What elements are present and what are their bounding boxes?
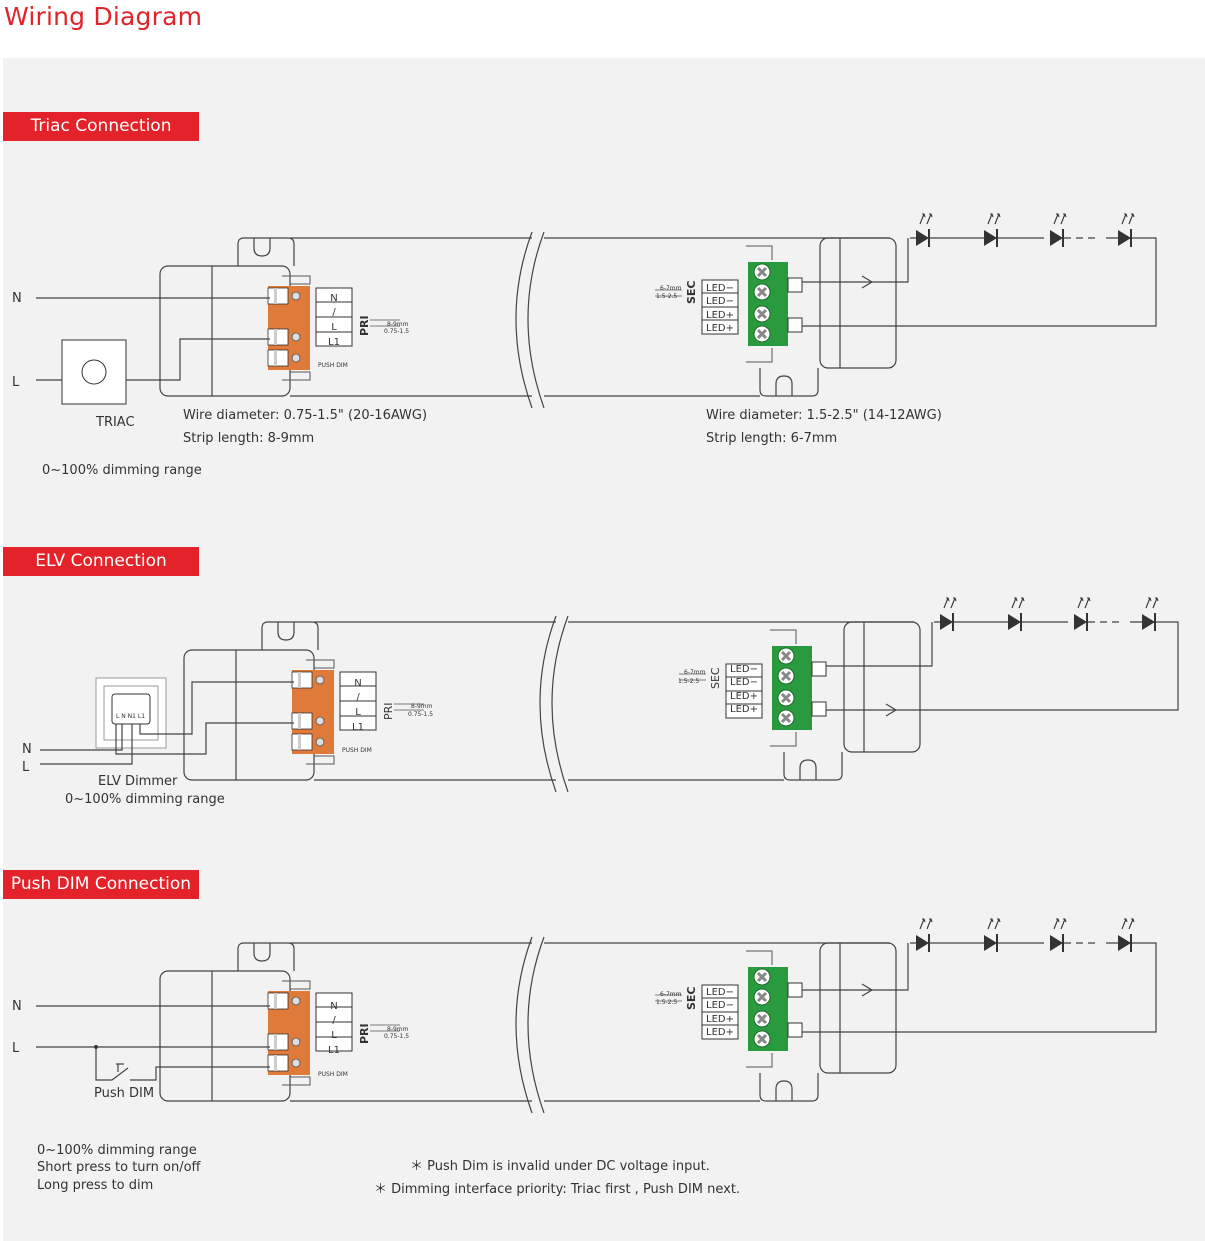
sec-label: LED+	[706, 1027, 734, 1038]
pri-strip-small: 8-9mm	[411, 703, 433, 710]
sec-label: LED−	[706, 296, 734, 307]
sec-gauge-small: 1.5-2.5	[656, 999, 677, 1006]
dimming-range: 0~100% dimming range	[42, 463, 202, 478]
sec-label: LED+	[730, 691, 758, 702]
sec-tag: SEC	[685, 280, 698, 304]
pri-label-l: L	[331, 1030, 337, 1041]
pri-tag: PRI	[358, 315, 371, 336]
push-dim-small: PUSH DIM	[318, 362, 348, 369]
dimmer-terminals: L N N1 L1	[116, 713, 145, 720]
pri-strip-length: Strip length: 8-9mm	[183, 431, 315, 446]
input-label-n: N	[22, 742, 32, 757]
sec-gauge-small: 1.5-2.5	[656, 293, 677, 300]
led-string	[910, 214, 1150, 247]
sec-tag: SEC	[709, 667, 722, 689]
pri-label-l1: L1	[328, 1045, 340, 1056]
pushdim-diagram	[36, 919, 1157, 1113]
led-string	[934, 598, 1174, 631]
pri-label-n: N	[354, 678, 361, 689]
pri-strip-small: 8-9mm	[387, 1026, 409, 1033]
dimming-range: 0~100% dimming range	[65, 792, 225, 807]
sec-label: LED+	[730, 704, 758, 715]
sec-label: LED+	[706, 1014, 734, 1025]
sec-strip-small: 6-7mm	[684, 669, 706, 676]
sec-label: LED−	[730, 677, 758, 688]
pri-label-slash: /	[332, 1015, 336, 1026]
pri-label-slash: /	[332, 307, 336, 318]
pri-strip-small: 8-9mm	[387, 321, 409, 328]
section-header-pushdim: Push DIM Connection	[3, 870, 199, 899]
input-label-l: L	[12, 1041, 20, 1056]
elv-diagram	[40, 598, 1179, 792]
sec-strip-length: Strip length: 6-7mm	[706, 431, 838, 446]
pri-label-n: N	[330, 1001, 337, 1012]
switch-icon	[95, 1047, 270, 1081]
section-header-triac: Triac Connection	[3, 112, 199, 141]
sec-tag: SEC	[685, 986, 698, 1010]
sec-label: LED−	[706, 283, 734, 294]
sec-label: LED−	[730, 664, 758, 675]
input-label-l: L	[22, 760, 30, 775]
pushdim-note-short: Short press to turn on/off	[37, 1160, 201, 1175]
pri-tag: PRI	[358, 1023, 371, 1044]
pri-gauge-small: 0.75-1.5	[384, 328, 409, 335]
push-dim-small: PUSH DIM	[318, 1071, 348, 1078]
sec-label: LED+	[706, 310, 734, 321]
pri-gauge-small: 0.75-1.5	[408, 711, 433, 718]
sec-strip-small: 6-7mm	[660, 285, 682, 292]
sec-label: LED+	[706, 323, 734, 334]
sec-strip-small: 6-7mm	[660, 991, 682, 998]
triac-label: TRIAC	[96, 415, 135, 430]
push-dim-small: PUSH DIM	[342, 747, 372, 754]
sec-wire-diameter: Wire diameter: 1.5-2.5" (14-12AWG)	[706, 408, 942, 423]
pushdim-note-range: 0~100% dimming range	[37, 1143, 197, 1158]
push-dim-label: Push DIM	[94, 1086, 155, 1101]
pri-label-l1: L1	[352, 722, 364, 733]
pri-gauge-small: 0.75-1.5	[384, 1033, 409, 1040]
footnote-priority: ＊ Dimming interface priority: Triac firs…	[374, 1182, 741, 1197]
input-label-n: N	[12, 291, 22, 306]
pri-wire-diameter: Wire diameter: 0.75-1.5" (20-16AWG)	[183, 408, 428, 423]
pri-label-slash: /	[356, 692, 360, 703]
page-title: Wiring Diagram	[4, 2, 203, 31]
pri-label-n: N	[330, 293, 337, 304]
sec-gauge-small: 1.5-2.5	[678, 678, 699, 685]
input-label-n: N	[12, 999, 22, 1014]
pri-label-l1: L1	[328, 337, 340, 348]
elv-dimmer-label: ELV Dimmer	[98, 774, 178, 789]
pri-label-l: L	[355, 707, 361, 718]
pushdim-note-long: Long press to dim	[37, 1178, 154, 1193]
section-header-elv: ELV Connection	[3, 547, 199, 576]
sec-label: LED−	[706, 1000, 734, 1011]
pri-label-l: L	[331, 322, 337, 333]
input-label-l: L	[12, 375, 20, 390]
pri-tag: PRI	[382, 702, 395, 720]
footnote-dc: ＊ Push Dim is invalid under DC voltage i…	[410, 1159, 710, 1174]
led-string	[910, 919, 1150, 952]
sec-label: LED−	[706, 987, 734, 998]
triac-diagram	[36, 214, 1157, 408]
